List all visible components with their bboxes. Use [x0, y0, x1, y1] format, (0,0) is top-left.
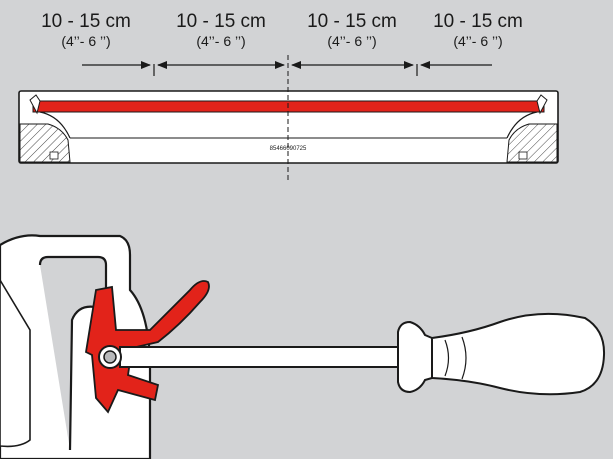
spacing-imperial-2: (4’’- 6 ’’): [196, 33, 245, 49]
seal-lip-right: [506, 111, 538, 139]
dimension-arrows: [82, 61, 492, 76]
spacing-metric-3: 10 - 15 cm: [307, 11, 397, 32]
seal-notch-left: [49, 151, 59, 160]
spacing-imperial-3: (4’’- 6 ’’): [327, 33, 376, 49]
part-number: 85466090725: [270, 146, 307, 152]
spacing-metric-1: 10 - 15 cm: [41, 11, 131, 32]
installation-tool: [98, 312, 606, 396]
spacing-label-4: 10 - 15 cm (4’’- 6 ’’): [433, 11, 523, 49]
spacing-metric-4: 10 - 15 cm: [433, 11, 523, 32]
spacing-imperial-1: (4’’- 6 ’’): [61, 33, 110, 49]
spacing-label-2: 10 - 15 cm (4’’- 6 ’’): [176, 11, 266, 49]
seal-lip-left: [39, 111, 71, 139]
spacing-metric-2: 10 - 15 cm: [176, 11, 266, 32]
frame-cavity: [38, 255, 108, 451]
spacing-label-3: 10 - 15 cm (4’’- 6 ’’): [307, 11, 397, 49]
seal-clip-right: [536, 94, 548, 115]
tool-shaft: [119, 346, 399, 368]
spacing-label-1: 10 - 15 cm (4’’- 6 ’’): [41, 11, 131, 49]
tool-tip-ball: [103, 350, 117, 364]
tool-collar: [397, 320, 433, 394]
tool-handle: [431, 312, 606, 396]
seal-clip-left: [29, 94, 41, 115]
frame-inner-flange: [0, 278, 31, 448]
seal-notch-right: [518, 151, 528, 160]
handle-groove-1: [444, 339, 450, 377]
handle-groove-2: [461, 336, 467, 380]
spacing-imperial-4: (4’’- 6 ’’): [453, 33, 502, 49]
